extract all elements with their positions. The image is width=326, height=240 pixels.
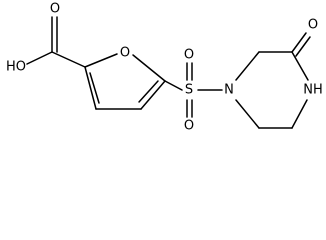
bond-cooh-ho [26, 51, 53, 65]
bond-furan-c3-c2 [84, 66, 97, 110]
bond-c5-s [164, 80, 183, 91]
label-sulfonyl-oxygen-bottom: O [184, 119, 194, 134]
bond-co-nh [291, 51, 309, 81]
bond-furan-o-c5 [132, 54, 166, 82]
label-carbonyl-oxygen: O [50, 2, 60, 17]
bond-furan-c2-o [84, 53, 118, 68]
label-sulfonyl-oxygen-top: O [184, 48, 194, 63]
label-furan-oxygen: O [120, 46, 130, 61]
label-hydroxyl: HO [6, 60, 26, 75]
structure-diagram: HO O O S O O N O NH [6, 2, 323, 134]
bond-n-ch2-top [235, 51, 260, 81]
bond-ch2-n [235, 99, 260, 129]
bond-furan-double-2 [138, 80, 159, 103]
bond-furan-c5-c4 [140, 80, 166, 110]
bond-cooh-ring [51, 51, 86, 68]
bond-nh-ch2 [291, 99, 308, 129]
bond-co-o-2 [295, 36, 311, 57]
bond-co-o-1 [291, 32, 307, 53]
label-amide-nh: NH [303, 83, 323, 98]
label-ketone-oxygen: O [308, 18, 318, 33]
bonds [26, 16, 311, 129]
bond-furan-double-1 [89, 72, 100, 104]
label-piperazine-nitrogen: N [224, 83, 234, 98]
atom-labels: HO O O S O O N O NH [6, 2, 323, 134]
label-sulfur: S [185, 83, 193, 98]
